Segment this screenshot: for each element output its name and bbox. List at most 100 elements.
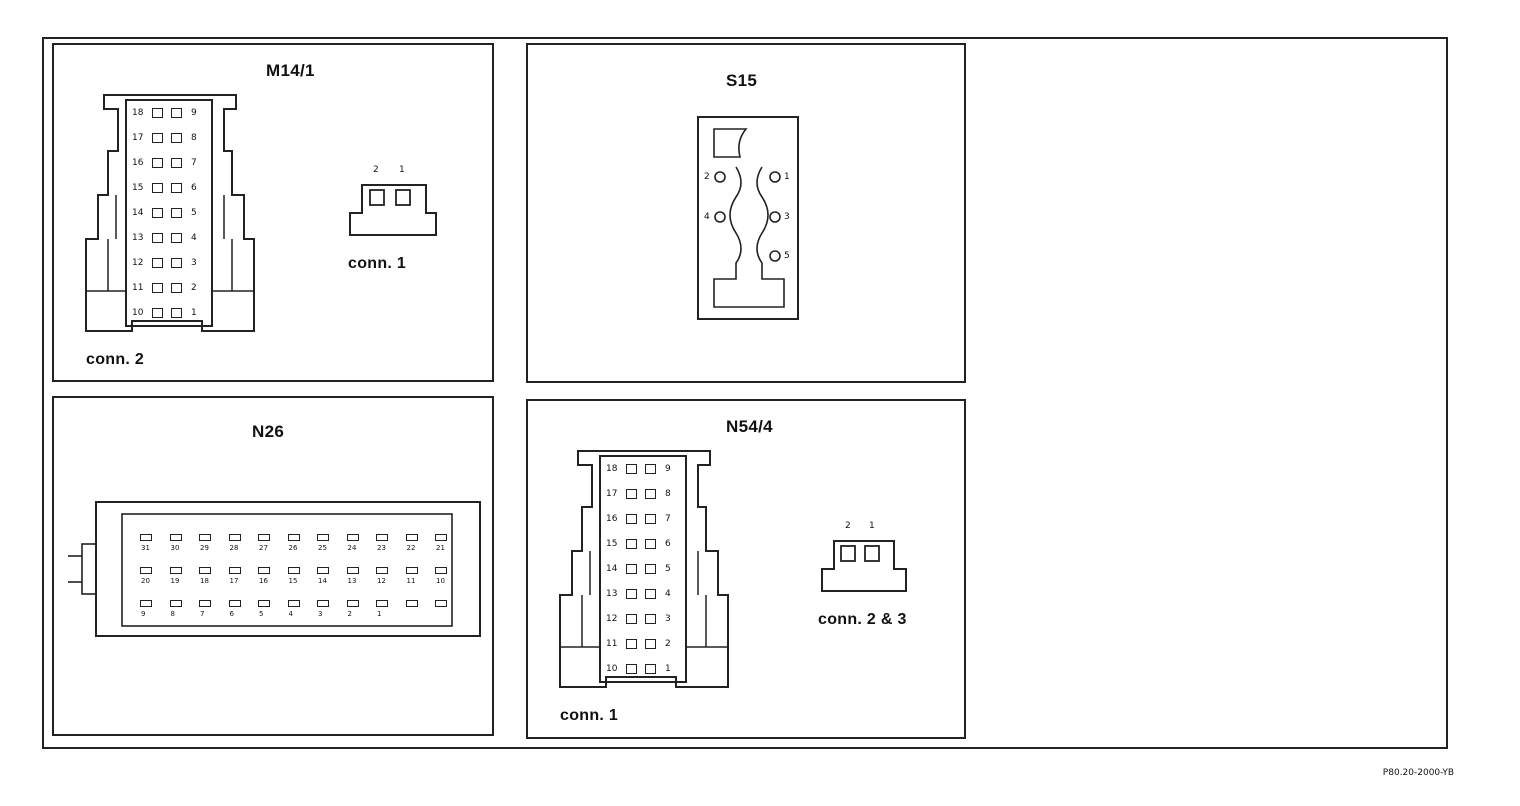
pin-label: 13 [347,577,357,585]
pin-socket [152,208,163,218]
pin-label: 14 [606,564,618,574]
pin-label: 13 [606,589,618,599]
pin-socket [435,600,447,607]
pin-socket [199,567,211,574]
pin-socket [645,664,656,674]
panel-title: N54/4 [726,417,773,436]
pin-label: 26 [288,544,298,552]
pin-socket [287,567,300,574]
pin-label: 3 [784,212,790,222]
pin-socket [405,534,418,541]
pin-label: 3 [191,258,197,268]
pin-label: 1 [399,165,405,175]
pin-label: 1 [665,664,671,674]
pin-socket [645,589,656,599]
pin-label: 22 [406,544,416,552]
pin-label: 10 [132,308,144,318]
pin-socket [645,489,656,499]
pin-socket [152,133,163,143]
pin-socket [258,534,270,541]
pin-socket [645,514,656,524]
pin-label: 24 [347,544,357,552]
pin-label: 29 [200,544,209,552]
pin-socket [645,464,656,474]
pin-label: 2 [191,283,197,293]
pin-socket [140,567,152,574]
document-id: P80.20-2000-YB [1382,768,1454,778]
pin-label: 21 [436,544,445,552]
pin-label: 17 [606,489,618,499]
pin-socket [140,600,152,607]
pin-label: 5 [665,564,671,574]
pin-label: 1 [377,610,382,618]
diagram-frame [42,37,1448,749]
pin-socket [376,534,388,541]
pin-label: 7 [665,514,671,524]
pin-label: 1 [191,308,197,318]
pin-socket [317,534,329,541]
pin-socket [346,600,359,607]
pin-label: 7 [191,158,197,168]
connector-label: conn. 1 [348,255,407,272]
pin-socket [376,600,388,607]
pin-label: 1 [869,521,875,531]
pin-label: 1 [784,172,790,182]
pin-socket [152,183,163,193]
pin-socket [258,600,270,607]
pin-socket [287,534,300,541]
pin-label: 2 [373,165,379,175]
pin-socket [626,664,637,674]
pin-label: 6 [665,539,671,549]
pin-socket [645,614,656,624]
pin-socket [152,108,163,118]
pin-socket [171,308,182,318]
pin-socket [626,589,637,599]
pin-socket [152,258,163,268]
pin-socket [317,567,329,574]
pin-label: 9 [665,464,671,474]
pin-socket [152,233,163,243]
pin-socket [435,534,447,541]
pin-socket [169,567,182,574]
pin-label: 28 [229,544,239,552]
pin-label: 18 [200,577,209,585]
panel-title: M14/1 [266,61,315,80]
pin-socket [626,539,637,549]
pin-socket [626,514,637,524]
pin-label: 13 [132,233,144,243]
pin-socket [169,600,182,607]
panel-title: N26 [252,422,285,441]
connector-label: conn. 2 [86,351,145,368]
connector-18pin-outline [85,94,255,332]
pin-socket [645,539,656,549]
pin-socket [228,567,241,574]
pin-label: 12 [377,577,386,585]
pin-label: 2 [704,172,710,182]
pin-label: 5 [259,610,264,618]
pin-socket [287,600,300,607]
pin-label: 7 [200,610,205,618]
pin-socket [626,464,637,474]
panel-s15: S15 2 4 1 3 5 [526,43,966,383]
pin-socket [317,600,329,607]
pin-label: 15 [606,539,618,549]
pin-socket [171,233,182,243]
pin-label: 8 [665,489,671,499]
pin-socket [152,308,163,318]
pin-label: 2 [845,521,851,531]
pin-label: 16 [606,514,618,524]
pin-label: 11 [132,283,144,293]
pin-label: 15 [288,577,298,585]
pin-label: 5 [191,208,197,218]
pin-socket [228,534,241,541]
pin-socket [626,614,637,624]
pin-label: 4 [665,589,671,599]
pin-label: 18 [132,108,144,118]
pin-socket [346,534,359,541]
pin-label: 4 [704,212,710,222]
pin-socket [405,600,418,607]
pin-socket [258,567,270,574]
pin-label: 4 [288,610,293,618]
pin-label: 12 [606,614,618,624]
